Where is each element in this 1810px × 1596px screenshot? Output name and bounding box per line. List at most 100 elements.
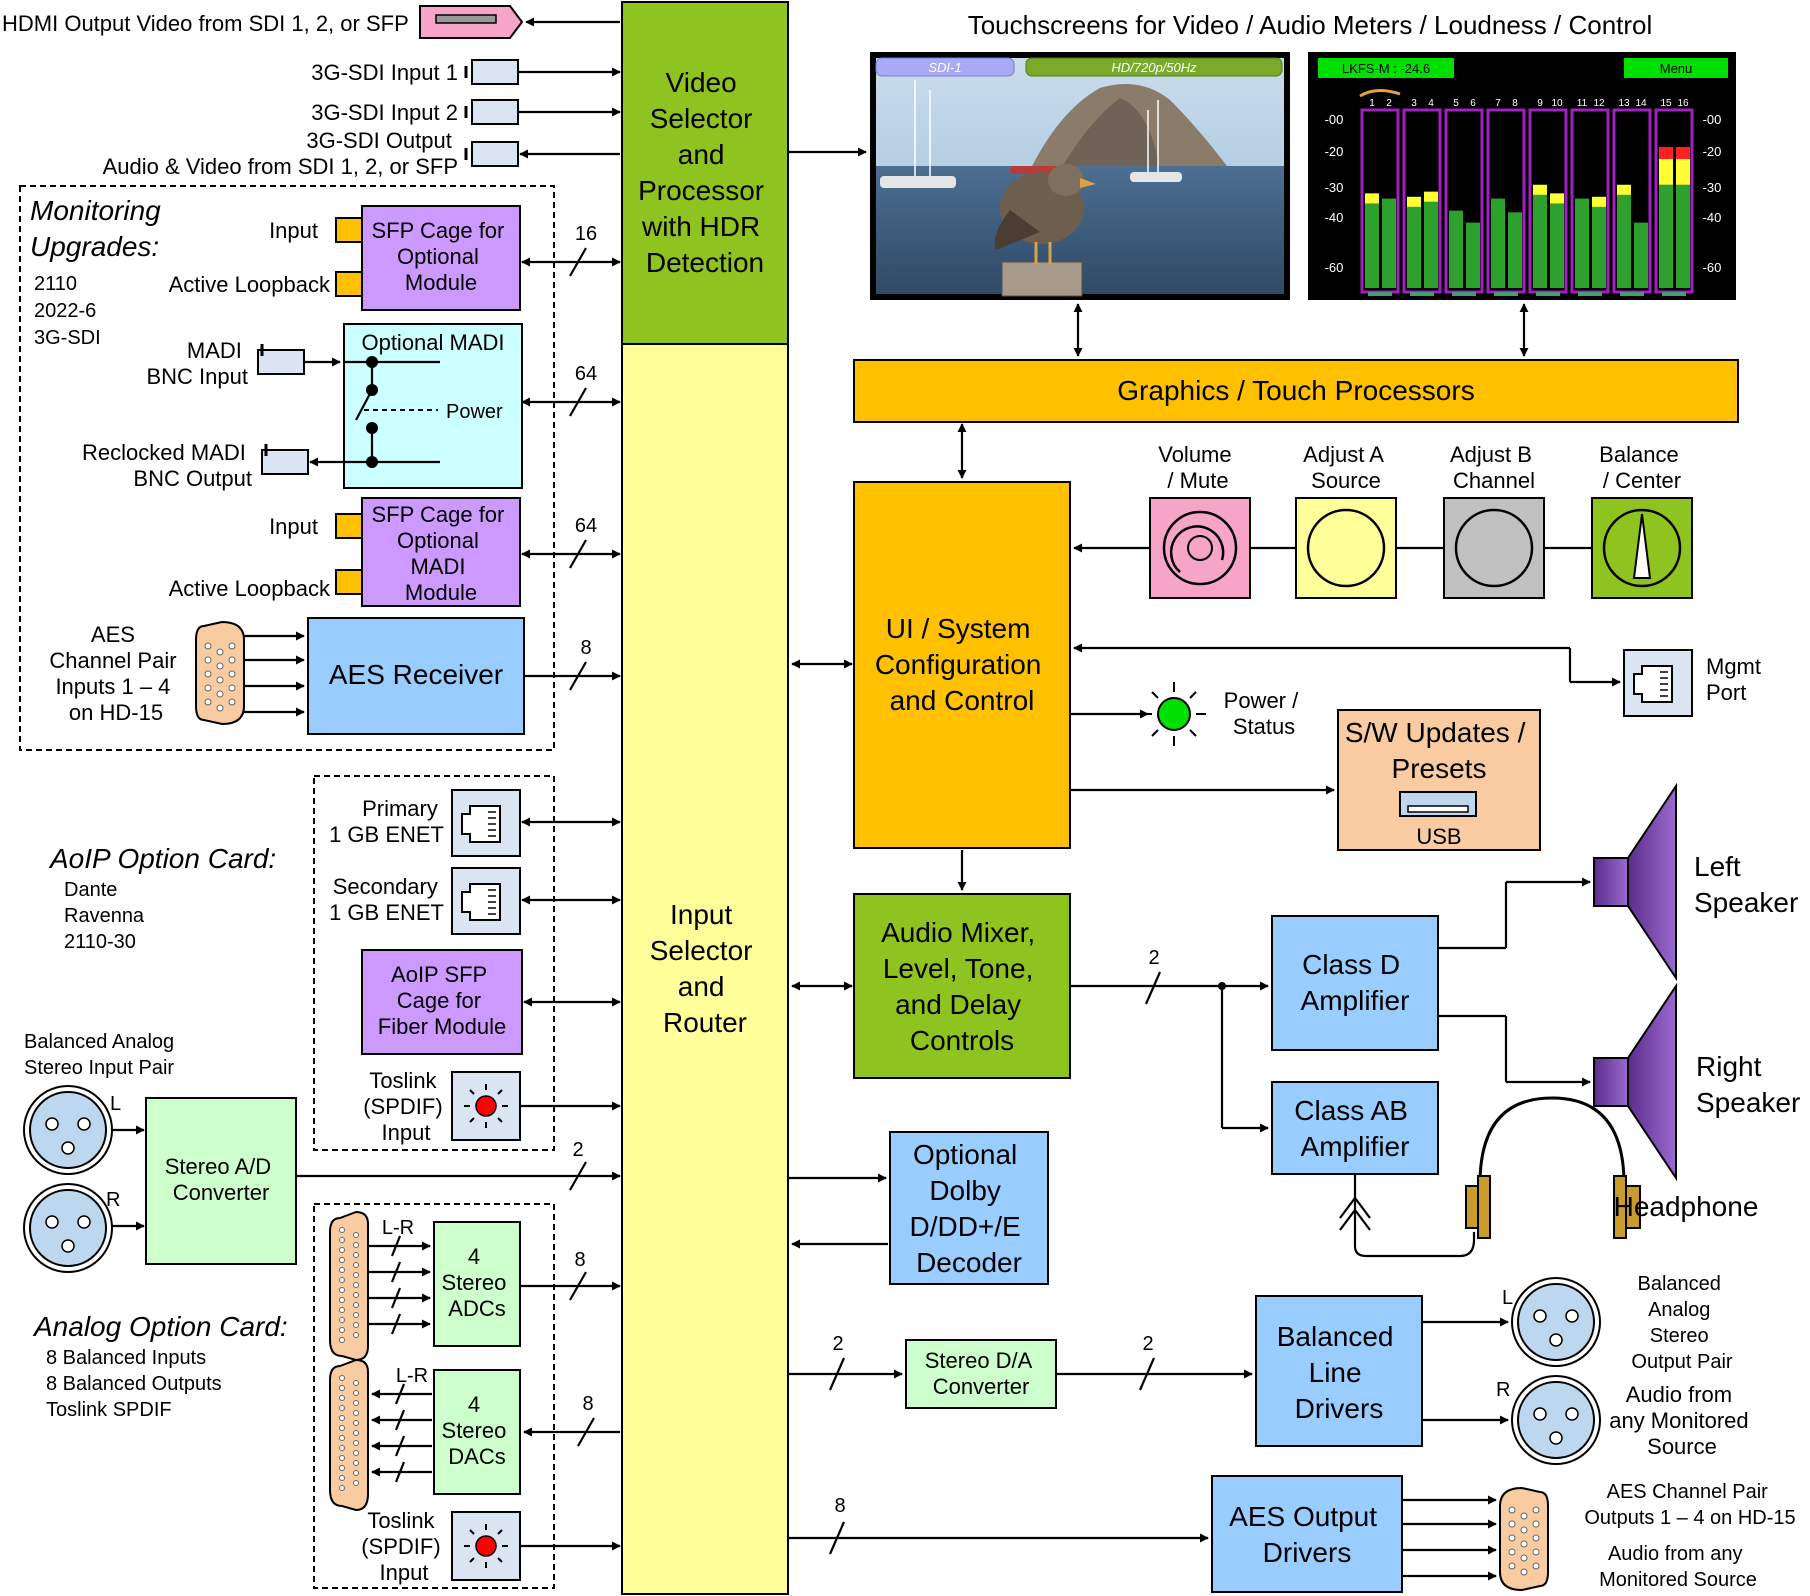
madi-input-label: MADI BNC Input: [147, 338, 249, 389]
meter-scale-tick: -20: [1703, 144, 1722, 159]
power-status-label: Power / Status: [1224, 688, 1305, 739]
monitoring-title: Monitoring Upgrades:: [30, 195, 169, 262]
sfp1-loopback-port-icon: [335, 271, 363, 297]
xlr-output-l-icon: [1511, 1277, 1601, 1367]
analog-card-group: [313, 1203, 555, 1589]
class-d-label: Class D Amplifier: [1301, 949, 1410, 1016]
dolby-decoder-block: [889, 1131, 1049, 1285]
menu-button[interactable]: [1624, 58, 1728, 78]
meter-bar-green: [1424, 191, 1438, 288]
meter-bar-green: [1592, 196, 1606, 288]
db25-input-connector-icon: [329, 1210, 369, 1362]
bus-8-dac-label: 8: [582, 1393, 593, 1415]
sdi-input-2-label: 3G-SDI Input 2: [311, 100, 458, 125]
meter-pair-base: [1410, 292, 1434, 296]
bus-16-label: 16: [575, 223, 597, 245]
meter-channel-label: 9: [1537, 98, 1543, 109]
analog-in-r-label: R: [106, 1189, 120, 1211]
meter-bar-green: [1407, 196, 1421, 288]
aes-receiver-label: AES Receiver: [329, 659, 503, 690]
meter-channel-label: 14: [1635, 98, 1647, 109]
xlr-output-r-icon: [1511, 1375, 1601, 1465]
sdi-output-label: 3G-SDI Output Audio & Video from SDI 1, …: [103, 128, 458, 179]
meter-scale-tick: -00: [1703, 112, 1722, 127]
aoip-sfp-module: [361, 949, 523, 1055]
lkfs-readout: [1318, 58, 1454, 78]
meter-bar-yellow: [1617, 184, 1631, 195]
meter-channel-label: 12: [1593, 98, 1605, 109]
class-ab-amplifier: [1271, 1081, 1439, 1175]
bal-out-r-label: R: [1496, 1379, 1510, 1401]
balance-center-knob-icon[interactable]: [1591, 497, 1693, 599]
bal-out-source-label: Audio from any Monitored Source: [1609, 1382, 1755, 1459]
video-format-tag: [1025, 57, 1283, 77]
da-bus-out-label: 2: [1142, 1333, 1153, 1355]
aes-input-label: AES Channel Pair Inputs 1 – 4 on HD-15: [49, 622, 182, 725]
usb-port-icon: [1399, 791, 1477, 817]
meter-scale-left: -00-20-30-40-60: [1325, 112, 1344, 275]
meter-channel-label: 5: [1453, 98, 1459, 109]
mgmt-port-icon: [1623, 649, 1693, 717]
aoip-title: AoIP Option Card:: [48, 843, 276, 874]
meter-channel-label: 4: [1428, 98, 1434, 109]
meter-channel-label: 16: [1677, 98, 1689, 109]
aoip-group: [313, 775, 555, 1151]
video-selector-label: Video Selector and Processor with HDR De…: [638, 67, 772, 278]
adjust-a-knob-icon[interactable]: [1295, 497, 1397, 599]
sfp2-input-label: Input: [269, 514, 318, 539]
meter-scale-tick: -40: [1703, 210, 1722, 225]
headphone-label: Headphone: [1614, 1191, 1759, 1222]
sfp2-loopback-label: Active Loopback: [169, 576, 331, 601]
meter-bar-green: [1634, 222, 1648, 288]
meter-pair-base: [1536, 292, 1560, 296]
hd15-output-connector-icon: [1499, 1486, 1549, 1592]
sfp2-input-port-icon: [335, 513, 363, 539]
adjust-b-knob-icon[interactable]: [1443, 497, 1545, 599]
meter-bar-green: [1617, 184, 1631, 288]
video-source-tag: [875, 57, 1015, 77]
monitoring-upgrades-group: [19, 185, 555, 751]
primary-ethernet-jack-icon: [451, 789, 521, 857]
hd15-input-connector-icon: [195, 620, 245, 726]
volume-mute-knob-icon[interactable]: [1149, 497, 1251, 599]
headphone-icon: [1465, 1096, 1641, 1239]
adjust-a-label: Adjust A Source: [1303, 442, 1389, 493]
meter-bar-yellow: [1659, 159, 1673, 185]
dolby-decoder-label: Optional Dolby D/DD+/E Decoder: [909, 1139, 1028, 1278]
analog-in-l-label: L: [110, 1093, 121, 1115]
meter-bar-yellow: [1550, 193, 1564, 204]
meter-bar-green: [1533, 184, 1547, 288]
meter-pair-base: [1620, 292, 1644, 296]
aoip-items: Dante Ravenna 2110-30: [64, 879, 150, 953]
db25-output-connector-icon: [329, 1358, 369, 1512]
sfp1-input-port-icon: [335, 217, 363, 243]
meter-bar-green: [1382, 198, 1396, 288]
meter-channel-label: 10: [1551, 98, 1563, 109]
stereo-adcs-label: 4 Stereo ADCs: [442, 1244, 513, 1321]
stereo-da-label: Stereo D/A Converter: [925, 1348, 1038, 1399]
monitoring-items: 2110 2022-6 3G-SDI: [34, 273, 102, 349]
aes-output-label: AES Output Drivers: [1229, 1501, 1385, 1568]
input-selector-block: [621, 343, 789, 1595]
diagram-title: Touchscreens for Video / Audio Meters / …: [968, 10, 1653, 40]
left-speaker-label: Left Speaker: [1694, 851, 1798, 918]
madi-output-label: Reclocked MADI BNC Output: [82, 440, 252, 491]
mgmt-port-label: Mgmt Port: [1706, 654, 1767, 705]
graphics-touch-processors: [853, 359, 1739, 423]
bus-2-ad-label: 2: [572, 1139, 583, 1161]
meter-pair-base: [1368, 292, 1392, 296]
aes-out-source-label: Audio from any Monitored Source: [1599, 1543, 1757, 1591]
meter-channel-label: 13: [1618, 98, 1630, 109]
meter-bars: [1360, 108, 1694, 296]
madi-title: Optional MADI: [361, 330, 504, 355]
video-touchscreen[interactable]: SDI-1 HD/720p/50Hz: [870, 52, 1290, 300]
meter-channel-label: 3: [1411, 98, 1417, 109]
meter-channel-label: 11: [1577, 98, 1588, 109]
madi-output-bnc-icon: [261, 444, 309, 475]
stereo-ad-label: Stereo A/D Converter: [165, 1154, 278, 1205]
stereo-dacs-block: [433, 1369, 521, 1495]
meter-bar-yellow: [1407, 196, 1421, 207]
meter-bar-yellow: [1592, 196, 1606, 207]
meter-channel-label: 1: [1369, 98, 1375, 109]
